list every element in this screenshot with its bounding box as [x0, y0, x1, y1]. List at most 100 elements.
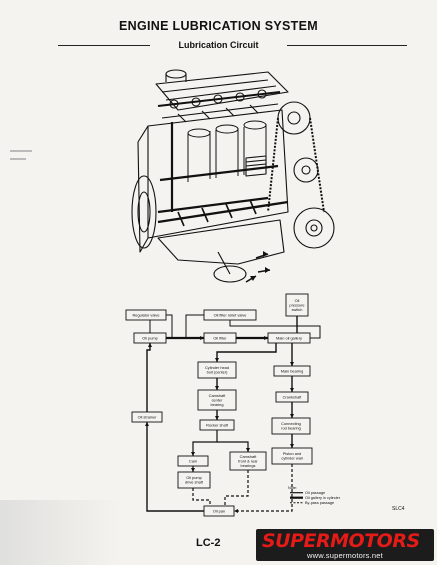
flow-box-label: Piston and: [283, 451, 301, 456]
flow-box-label: Main bearing: [281, 368, 304, 373]
flow-box-label: center: [212, 397, 224, 402]
flow-box-label: switch: [292, 307, 303, 312]
flow-arrowhead: [264, 336, 268, 340]
left-page-shadow: [0, 500, 120, 565]
margin-mark: [10, 158, 26, 160]
flow-line-drive-return: [192, 488, 211, 506]
flow-box-frame: [267, 332, 311, 344]
flow-box-frame: [177, 455, 209, 467]
flow-line-relief-return: [229, 320, 321, 339]
flow-line-rocker-to-bearings: [217, 441, 249, 452]
flow-line-relief-bypass: [185, 314, 204, 338]
flow-arrowhead: [191, 452, 195, 456]
flow-box-frame: [197, 389, 237, 411]
flow-box-oil-pan: Oil pan: [203, 505, 235, 517]
flow-arrowhead: [290, 444, 294, 448]
flow-box-frame: [203, 505, 235, 517]
flow-box-frame: [275, 391, 309, 403]
legend-item-label: By-pass passage: [305, 501, 334, 505]
logo-url: www.supermotors.net: [307, 551, 383, 560]
flow-arrowhead: [191, 468, 195, 472]
flow-box-label: Oil strainer: [138, 414, 158, 419]
flow-arrowhead: [234, 509, 238, 513]
section-rule-right: [287, 45, 407, 46]
flow-box-label: Oil pan: [213, 508, 225, 513]
margin-mark: [10, 150, 32, 152]
flow-box-rocker-shaft: Rocker shaft: [199, 419, 235, 431]
engine-cutaway-illustration: [131, 69, 335, 283]
section-title: Lubrication Circuit: [150, 40, 287, 50]
flow-box-frame: [131, 411, 163, 423]
flow-box-label: Oil pump: [142, 335, 158, 340]
flow-box-label: Camshaft: [240, 454, 258, 459]
flow-arrowhead: [145, 422, 149, 426]
legend-item-label: Oil passage: [305, 491, 325, 495]
flow-box-crankshaft: Crankshaft: [275, 391, 309, 403]
flow-box-label: Cylinder head: [205, 365, 229, 370]
flow-arrowhead: [215, 358, 219, 362]
logo-brand-text: SUPERMOTORS: [262, 530, 420, 552]
flow-box-label: bolt (center): [207, 370, 228, 375]
flow-line-gallery-to-head: [216, 343, 277, 362]
flow-line-piston-return: [234, 464, 293, 512]
flow-box-label: pressure: [289, 302, 304, 307]
flow-box-frame: [203, 332, 237, 344]
flow-box-label: Oil filter: [213, 335, 227, 340]
flow-box-frame: [203, 309, 257, 321]
flow-box-label: bearings: [241, 463, 256, 468]
flow-box-frame: [177, 471, 211, 489]
legend-title: Note:: [288, 486, 297, 490]
flow-box-oil-filter: Oil filter: [203, 332, 237, 344]
ref-code: SLC4: [392, 506, 405, 512]
flow-box-oil-pump: Oil pump: [133, 332, 167, 344]
flow-box-frame: [125, 309, 167, 321]
flow-box-label: bearing: [211, 402, 224, 407]
flow-box-oil-strainer: Oil strainer: [131, 411, 163, 423]
section-rule-left: [58, 45, 150, 46]
flow-arrowhead: [290, 362, 294, 366]
flow-arrowhead: [290, 388, 294, 392]
flow-box-label: Cam: [189, 458, 197, 463]
flow-box-frame: [271, 447, 313, 465]
flow-box-frame: [271, 417, 311, 435]
flow-line-bearings-return: [224, 470, 249, 506]
flow-box-label: Regulator valve: [132, 312, 159, 317]
flow-arrowhead: [200, 336, 204, 340]
flow-arrowhead: [215, 416, 219, 420]
flow-box-frame: [197, 361, 237, 379]
flow-line-strainer-to-pump: [146, 343, 151, 412]
flow-arrowhead: [290, 414, 294, 418]
page-number: LC-2: [196, 537, 221, 549]
flow-box-label: drive shaft: [185, 480, 204, 485]
flow-line-rocker-to-cam: [192, 430, 218, 456]
page-title: ENGINE LUBRICATION SYSTEM: [119, 19, 318, 33]
flow-box-label: Connecting: [281, 421, 301, 426]
flow-box-cam: Cam: [177, 455, 209, 467]
flow-box-frame: [133, 332, 167, 344]
flow-box-label: Oil pump: [186, 475, 202, 480]
flow-box-label: Oil: [295, 298, 300, 303]
flow-box-label: Crankshaft: [283, 394, 303, 399]
flow-box-label: Main oil gallery: [276, 335, 302, 340]
flow-box-frame: [229, 451, 267, 471]
flow-box-regulator-valve: Regulator valve: [125, 309, 167, 321]
flow-box-label: cylinder wall: [281, 456, 302, 461]
flow-arrowhead: [246, 448, 250, 452]
flow-line-regulator: [166, 314, 173, 338]
flow-box-label: Rocker shaft: [206, 422, 229, 427]
supermotors-logo[interactable]: SUPERMOTORS www.supermotors.net: [256, 529, 434, 561]
flow-box-label: Camshaft: [209, 393, 227, 398]
flow-line-pan-to-strainer: [146, 422, 204, 512]
flow-box-oil-filter-relief: Oil filter relief valve: [203, 309, 257, 321]
flow-arrowhead: [215, 386, 219, 390]
flow-box-label: Oil filter relief valve: [214, 312, 247, 317]
